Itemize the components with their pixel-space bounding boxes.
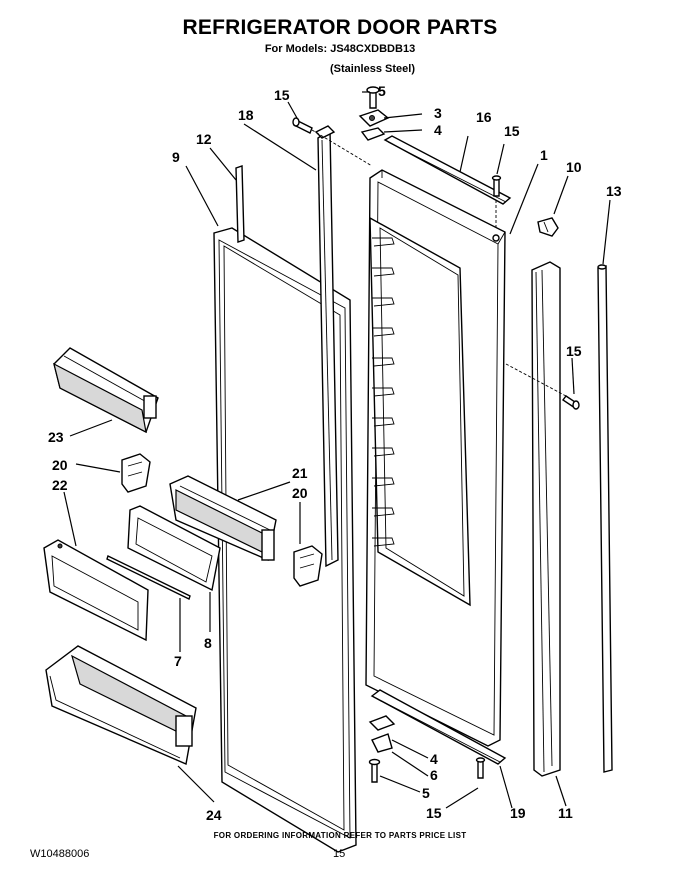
callout-15-b: 15 [504,123,520,139]
trim-strip-part [235,165,245,243]
callout-3: 3 [434,105,442,121]
large-door-bin-part [45,645,197,765]
callout-9: 9 [172,149,180,165]
callout-21: 21 [292,465,308,481]
callout-24: 24 [206,807,222,823]
callout-1: 1 [540,147,548,163]
screw-part-b [491,175,502,197]
door-bin-shelf-part [43,539,149,642]
callout-11: 11 [558,805,573,821]
models-line: For Models: JS48CXDBDB13 [264,43,416,55]
screw-part-c [561,395,580,410]
callout-15-a: 15 [274,87,290,103]
callout-15-c: 15 [566,343,582,359]
door-gasket-part [213,227,357,853]
bottom-hinge-parts [368,715,396,783]
callout-4-bottom: 4 [430,751,438,767]
bottom-bracket-bar-part [370,689,507,765]
callout-15-d: 15 [426,805,442,821]
callout-20-b: 20 [292,485,308,501]
dairy-housing-part [169,475,277,561]
side-trim-part [531,261,561,777]
long-strip-part [597,264,613,773]
callout-22: 22 [52,477,68,493]
screw-part-a [292,117,313,134]
callout-8: 8 [204,635,212,651]
rod-part [106,555,191,600]
page-title: REFRIGERATOR DOOR PARTS [182,16,498,39]
callout-20-a: 20 [52,457,68,473]
callout-13: 13 [606,183,622,199]
callout-19: 19 [510,805,526,821]
variant-label: (Stainless Steel) [330,63,415,75]
liner-shelf-ribs [372,237,395,547]
clip-part [537,217,559,237]
callout-10: 10 [566,159,582,175]
leader-lines [63,91,611,809]
inner-strip-part [314,125,339,568]
callout-18: 18 [238,107,254,123]
dairy-door-frame-part [127,505,221,592]
callout-4-top: 4 [434,122,442,138]
callout-7: 7 [174,653,182,669]
callout-12: 12 [196,131,212,147]
small-door-bin-part [53,347,159,434]
callout-5-bottom: 5 [422,785,430,801]
callout-23: 23 [48,429,64,445]
ordering-note: FOR ORDERING INFORMATION REFER TO PARTS … [213,831,467,840]
bin-end-cap-part-b [293,545,323,587]
screw-part-d [475,757,486,779]
callout-5-top: 5 [378,83,386,99]
callout-16: 16 [476,109,492,125]
top-bracket-bar-part [383,135,512,205]
bin-end-cap-part-a [121,453,151,493]
document-id: W10488006 [30,848,90,860]
callout-6: 6 [430,767,438,783]
page-number: 15 [333,848,346,860]
door-liner-part [365,169,506,747]
top-hinge-parts [358,86,390,141]
callout-labels: 5 3 4 15 18 12 9 16 15 1 10 13 15 23 20 … [48,83,622,823]
